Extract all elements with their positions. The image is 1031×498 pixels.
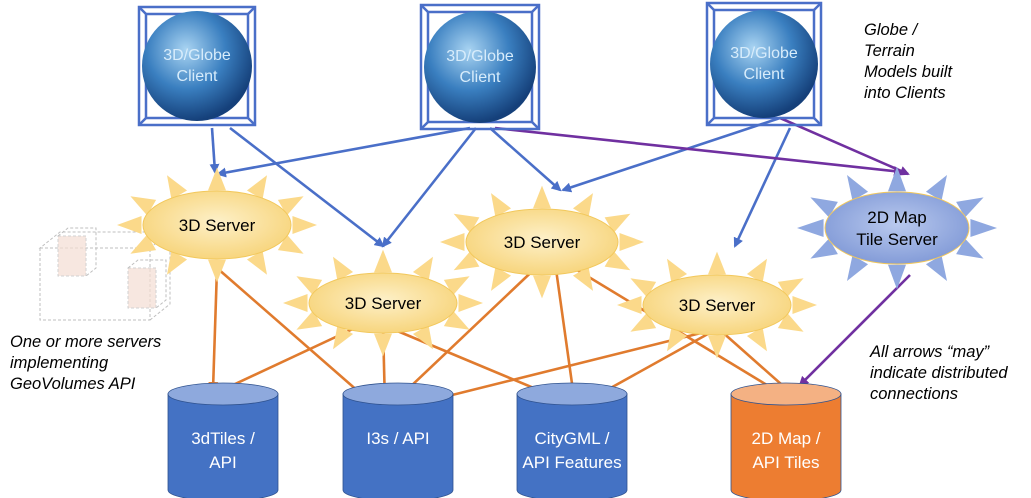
server-to-database-arrow (208, 267, 219, 392)
server-body (142, 190, 292, 260)
database-cylinder: 2D Map / API Tiles (730, 382, 842, 498)
database-label-line1: 3dTiles / (191, 429, 255, 448)
client-to-server-arrow (733, 127, 792, 248)
server-body (824, 191, 970, 265)
server-to-database-arrow (216, 267, 377, 408)
purple-connection-arrow (779, 116, 910, 176)
databases-layer: 3dTiles / API I3s / API CityGML / API Featur… (167, 382, 842, 498)
3d-server: 3D Server (117, 167, 317, 283)
client-label-line2: Client (177, 68, 218, 85)
server-label: 3D Server (504, 233, 581, 252)
client-to-server-arrow (489, 127, 562, 192)
server-body (308, 272, 458, 334)
database-icon (516, 393, 628, 498)
database-cylinder: CityGML / API Features (516, 382, 628, 498)
database-icon (730, 393, 842, 498)
sun-rays-icon (117, 167, 317, 283)
database-icon (167, 393, 279, 498)
geovolumes-cubes-illustration (38, 227, 172, 321)
note-globe-terrain: Globe / Terrain Models built into Client… (864, 21, 953, 102)
database-label-line1: CityGML / (535, 429, 610, 448)
database-label-line2: API (209, 453, 236, 472)
server-to-database-arrow (388, 261, 543, 408)
database-cylinder: I3s / API (342, 382, 454, 498)
map-server-label-line2: Tile Server (856, 230, 938, 249)
map-server-label-line1: 2D Map (867, 208, 927, 227)
client-label-line1: 3D/Globe (730, 45, 798, 62)
servers-layer: 3D Server 3D Server 3D Server 3D Server (117, 167, 817, 359)
client-label-line1: 3D/Globe (163, 47, 231, 64)
globe-icon (710, 10, 818, 118)
server-label: 3D Server (345, 294, 422, 313)
purple-connection-arrow (798, 274, 911, 387)
client-to-server-arrow (209, 127, 220, 174)
database-label-line2: API Tiles (752, 453, 819, 472)
3d-server: 3D Server (617, 251, 817, 359)
server-to-database-arrow (216, 318, 373, 394)
note-arrows: All arrows “may” indicate distributed co… (870, 343, 1008, 403)
purple-connection-arrow (494, 126, 904, 177)
client-to-server-arrow (229, 126, 385, 248)
client-to-server-arrow (561, 116, 781, 193)
client-to-server-arrow (216, 126, 471, 178)
client-label-line2: Client (460, 69, 501, 86)
server-body (465, 208, 619, 276)
client-map-arrows (494, 116, 911, 387)
server-to-database-arrow (719, 329, 792, 394)
globe-icon (142, 11, 252, 121)
database-cylinder: 3dTiles / API (167, 382, 279, 498)
server-label: 3D Server (179, 216, 256, 235)
database-label-line2: API Features (522, 453, 621, 472)
clients-layer: 3D/GlobeClient3D/GlobeClient3D/GlobeClie… (137, 1, 823, 131)
sun-rays-icon (797, 166, 997, 290)
3d-server: 3D Server (283, 249, 483, 357)
client-server-arrows (209, 116, 792, 248)
database-label-line1: 2D Map / (752, 429, 821, 448)
server-to-database-arrow (553, 261, 579, 407)
database-icon (342, 393, 454, 498)
database-label-line1: I3s / API (366, 429, 429, 448)
server-label: 3D Server (679, 296, 756, 315)
client-label-line1: 3D/Globe (446, 48, 514, 65)
server-body (642, 274, 792, 336)
globe-icon (424, 11, 536, 123)
3d-server: 3D Server (440, 185, 644, 299)
client-label-line2: Client (744, 66, 785, 83)
client-to-server-arrow (381, 127, 478, 248)
note-geovolumes: One or more servers implementing GeoVolu… (10, 333, 162, 393)
